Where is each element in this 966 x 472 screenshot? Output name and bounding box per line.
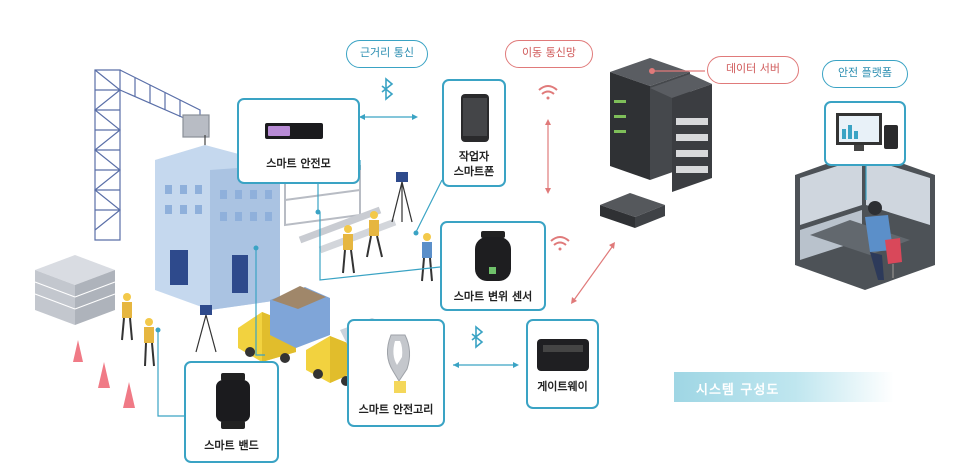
safety-platform-box	[824, 101, 906, 166]
worker-smartphone-box: 작업자 스마트폰	[442, 79, 506, 187]
network-links	[545, 68, 705, 304]
smart-helmet-box: 스마트 안전모	[237, 98, 360, 184]
bluetooth-icon	[381, 77, 394, 101]
diagram-caption: 시스템 구성도	[674, 372, 894, 402]
gateway-box: 게이트웨이	[526, 319, 599, 409]
traffic-cones	[73, 340, 135, 408]
gateway-device-icon	[537, 339, 589, 371]
connector-lines	[157, 114, 867, 417]
smartphone-icon	[461, 94, 489, 142]
worker-connector-dot	[155, 327, 161, 333]
building	[155, 145, 280, 310]
mobile-network-label: 이동 통신망	[505, 40, 593, 68]
helmet-connector-dot	[315, 209, 321, 215]
phone-label-line1: 작업자	[458, 150, 490, 163]
safety-hook-label: 스마트 안전고리	[358, 403, 434, 416]
caption-text: 시스템 구성도	[696, 383, 780, 398]
gateway-label: 게이트웨이	[537, 380, 588, 393]
workers	[121, 211, 433, 367]
phone-connector-dot	[413, 230, 419, 236]
bluetooth-icon	[471, 325, 484, 349]
short-range-comm-label: 근거리 통신	[346, 40, 428, 68]
helmet-device-icon	[265, 123, 323, 139]
smart-band-icon	[216, 373, 250, 429]
survey-tripods	[195, 172, 413, 353]
safety-platform-label: 안전 플랫폼	[822, 60, 908, 88]
band-connector-dot	[253, 245, 259, 251]
smart-band-label: 스마트 밴드	[204, 439, 259, 452]
smart-helmet-label: 스마트 안전모	[266, 157, 331, 170]
wifi-icon	[538, 85, 558, 100]
smart-displacement-sensor-box: 스마트 변위 센서	[440, 221, 546, 311]
smart-safety-hook-box: 스마트 안전고리	[347, 319, 445, 427]
sensor-label: 스마트 변위 센서	[453, 290, 533, 303]
wifi-icon	[550, 236, 570, 251]
safety-hook-icon	[387, 334, 411, 393]
platform-monitor-icon	[836, 113, 898, 151]
displacement-sensor-icon	[475, 231, 511, 281]
control-room	[795, 150, 935, 290]
smart-band-box: 스마트 밴드	[184, 361, 279, 463]
material-stack	[34, 255, 116, 325]
phone-label-line2: 스마트폰	[453, 165, 495, 178]
server-rack	[600, 58, 712, 228]
data-server-label: 데이터 서버	[707, 56, 799, 84]
scaffolding	[284, 165, 397, 254]
